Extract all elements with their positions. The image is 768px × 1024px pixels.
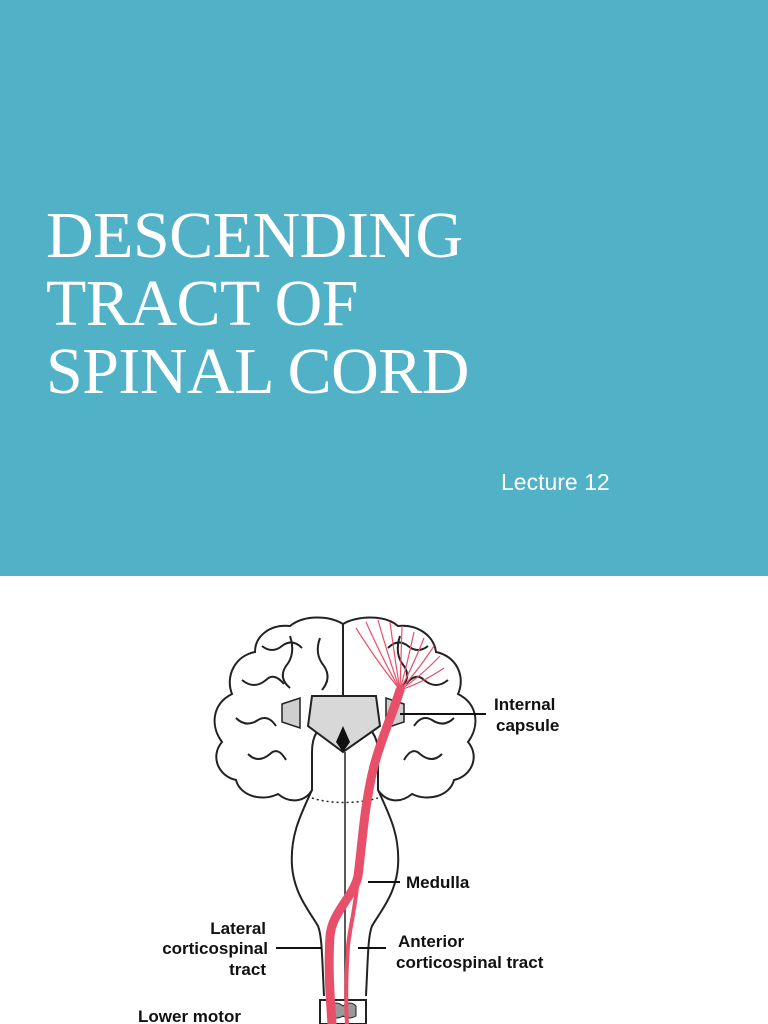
label-lateral-3: tract: [229, 960, 266, 979]
anterior-corticospinal-tract-path: [344, 875, 360, 1024]
leader-lines: [276, 713, 486, 949]
cortical-fiber-3: [377, 619, 401, 691]
cortical-fiber-4: [389, 621, 401, 691]
lecture-subtitle: Lecture 12: [501, 469, 610, 495]
label-anterior-1: Anterior: [398, 932, 465, 951]
corticospinal-diagram-svg: Internal capsule Medulla Lateral cortico…: [138, 616, 559, 1024]
slide-title: DESCENDING TRACT OF SPINAL CORD: [46, 202, 469, 406]
label-lateral-1: Lateral: [210, 919, 266, 938]
title-line-2: TRACT OF: [46, 267, 359, 340]
label-lower-motor-partial: Lower motor: [138, 1007, 241, 1024]
title-banner: DESCENDING TRACT OF SPINAL CORD Lecture …: [0, 0, 768, 576]
cortical-fiber-5: [399, 625, 403, 691]
cortical-fiber-2: [365, 621, 401, 691]
label-lateral-2: corticospinal: [162, 939, 268, 958]
label-internal-capsule-1: Internal: [494, 695, 555, 714]
title-line-1: DESCENDING: [46, 199, 463, 272]
title-line-3: SPINAL CORD: [46, 335, 469, 408]
label-anterior-2: corticospinal tract: [396, 953, 544, 972]
label-internal-capsule-2: capsule: [496, 716, 559, 735]
cortical-fiber-1: [355, 627, 401, 691]
lateral-corticospinal-tract-path: [324, 685, 405, 1024]
corticospinal-fibers: [355, 619, 445, 691]
brain-diagram: Internal capsule Medulla Lateral cortico…: [0, 576, 768, 1024]
label-medulla: Medulla: [406, 873, 470, 892]
